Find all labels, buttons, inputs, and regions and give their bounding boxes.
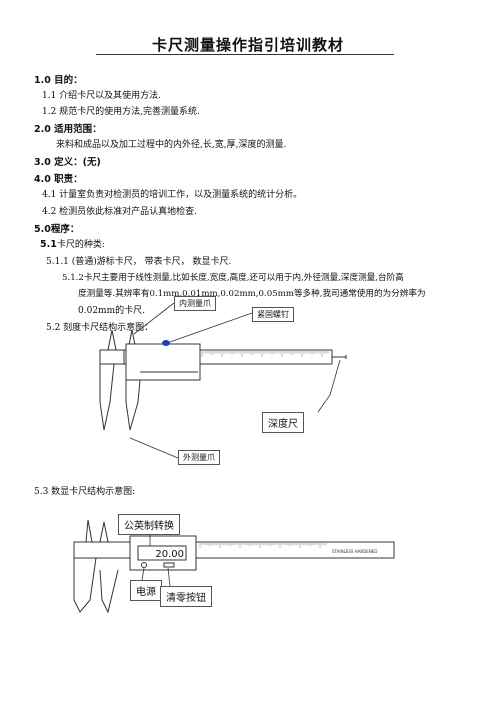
lock-screw-knob — [162, 340, 170, 346]
leader-outer-jaw — [129, 437, 179, 459]
inner-jaw-slide — [127, 329, 137, 351]
section-5-1-text: 卡尺的种类: — [56, 240, 105, 250]
section-5-1-2-line2: 度测量等.其辨率有0.1mm,0.01mm,0.02mm,0.05mm等多种,我… — [78, 289, 426, 299]
label-depth-rod: 深度尺 — [262, 412, 304, 433]
title-underline — [96, 54, 394, 55]
digital-fixed-jaw — [73, 542, 97, 613]
leader-inner-jaw — [133, 302, 175, 335]
digital-inner-jaw-slide — [99, 521, 109, 543]
label-outer-jaw: 外测量爪 — [178, 450, 220, 465]
section-3-heading: 3.0 定义：(无) — [34, 157, 101, 168]
section-5-1-2-line1: 5.1.2卡尺主要用于线性测量,比如长度,宽度,高度,还可以用于内,外径测量,深… — [62, 273, 404, 283]
section-4-2: 4.2 检测员依此标准对产品认真地检查. — [42, 207, 198, 217]
digital-moving-jaw — [99, 569, 119, 614]
section-5-1-number: 5.1 — [40, 239, 57, 250]
digital-scale-ticks — [199, 543, 327, 548]
label-inner-jaw: 内测量爪 — [174, 296, 216, 311]
section-5-1-2-line3: 0.02mm的卡尺. — [78, 306, 145, 316]
section-4-heading: 4.0 职责： — [34, 174, 83, 185]
label-zero-button: 清零按钮 — [160, 586, 212, 607]
leader-lock-screw — [169, 312, 253, 343]
power-button — [141, 562, 147, 568]
lcd-screen — [137, 545, 187, 561]
section-5-1-1: 5.1.1 (普通)游标卡尺， 带表卡尺， 数显卡尺. — [46, 257, 232, 267]
zero-button — [163, 562, 175, 568]
section-5-heading: 5.0程序： — [34, 224, 80, 235]
leader-power — [141, 567, 145, 581]
digital-inner-jaw — [85, 519, 93, 543]
section-2-text: 来料和成品以及加工过程中的内外径,长,宽,厚,深度的测量. — [56, 140, 287, 150]
section-5-3: 5.3 数显卡尺结构示意图: — [34, 487, 136, 497]
label-unit-switch: 公英制转换 — [118, 514, 180, 535]
fixed-jaw — [99, 350, 125, 431]
leader-depth-rod — [317, 359, 341, 413]
page-title: 卡尺测量操作指引培训教材 — [151, 36, 344, 54]
label-power: 电源 — [130, 580, 162, 601]
section-5-2: 5.2 刻度卡尺结构示意图： — [46, 323, 154, 333]
label-lock-screw: 紧固螺钉 — [252, 307, 294, 322]
section-2-heading: 2.0 适用范围： — [34, 124, 102, 135]
inner-jaw-fixed — [107, 329, 117, 351]
section-1-heading: 1.0 目的： — [34, 75, 83, 86]
lcd-display-value: 20.00 — [155, 549, 184, 560]
moving-jaw — [125, 379, 141, 431]
section-1-1: 1.1 介绍卡尺以及其使用方法. — [42, 91, 162, 101]
section-4-1: 4.1 计量室负责对检测员的培训工作，以及测量系统的统计分析。 — [42, 190, 303, 200]
leader-zero-button — [167, 567, 171, 587]
main-scale-ticks — [201, 351, 329, 357]
section-5-1: 5.1卡尺的种类: — [40, 237, 105, 250]
section-1-2: 1.2 规范卡尺的使用方法,完善测量系统. — [42, 107, 200, 117]
brand-text: STAINLESS HARDENED — [332, 549, 377, 554]
